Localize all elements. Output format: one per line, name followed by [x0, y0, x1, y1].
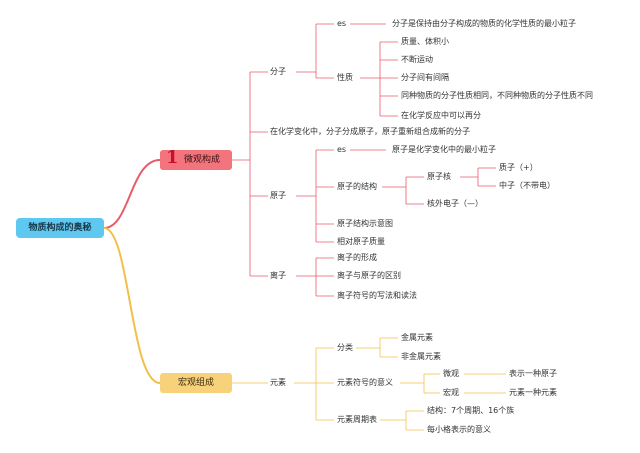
node-molecule[interactable]: 分子: [270, 67, 286, 76]
node-property[interactable]: 质量、体积小: [401, 37, 449, 46]
node-molecule-properties[interactable]: 性质: [337, 73, 353, 82]
node-property[interactable]: 分子间有间隔: [401, 73, 449, 82]
connector-root-macro: [103, 227, 161, 384]
node-atom-mass[interactable]: 相对原子质量: [337, 237, 385, 246]
macro-connectors: [232, 337, 506, 431]
node-atom-es[interactable]: es: [337, 145, 347, 154]
node-atom-definition[interactable]: 原子是化学变化中的最小粒子: [392, 145, 496, 154]
node-atom-structure[interactable]: 原子的结构: [337, 182, 377, 191]
node-ion[interactable]: 离子: [270, 271, 286, 280]
node-proton[interactable]: 质子（+）: [499, 163, 538, 172]
node-periodic-item[interactable]: 每小格表示的意义: [427, 425, 491, 434]
branch-micro-label: 微观构成: [184, 155, 221, 165]
branch-macro[interactable]: 宏观组成: [160, 373, 232, 393]
node-neutron[interactable]: 中子（不带电）: [499, 181, 555, 190]
node-element-class[interactable]: 分类: [337, 343, 353, 352]
node-periodic-item[interactable]: 结构：7个周期、16个族: [427, 406, 515, 415]
node-atom[interactable]: 原子: [270, 191, 286, 200]
node-ion-item[interactable]: 离子与原子的区别: [337, 271, 401, 280]
node-property[interactable]: 在化学反应中可以再分: [401, 111, 481, 120]
root-topic[interactable]: 物质构成的奥秘: [16, 218, 104, 238]
node-symbol-micro[interactable]: 微观: [443, 369, 459, 378]
micro-connectors: [232, 23, 496, 297]
node-element[interactable]: 元素: [270, 378, 286, 387]
node-atom-diagram[interactable]: 原子结构示意图: [337, 219, 393, 228]
node-molecule-definition[interactable]: 分子是保持由分子构成的物质的化学性质的最小粒子: [392, 19, 576, 28]
node-molecule-es[interactable]: es: [337, 19, 347, 28]
node-property[interactable]: 不断运动: [401, 55, 433, 64]
node-element-class-item[interactable]: 金属元素: [401, 333, 433, 342]
branch-number: 1: [166, 147, 179, 168]
node-ion-item[interactable]: 离子符号的写法和读法: [337, 291, 417, 300]
node-symbol-macro-text[interactable]: 元素一种元素: [509, 388, 557, 397]
node-change-note[interactable]: 在化学变化中，分子分成原子，原子重新组合成新的分子: [270, 127, 470, 136]
node-element-symbol[interactable]: 元素符号的意义: [337, 378, 393, 387]
branch-micro[interactable]: 1 微观构成: [160, 147, 232, 170]
node-element-class-item[interactable]: 非金属元素: [401, 352, 441, 361]
node-ion-item[interactable]: 离子的形成: [337, 253, 377, 262]
node-periodic-table[interactable]: 元素周期表: [337, 415, 377, 424]
node-symbol-micro-text[interactable]: 表示一种原子: [509, 369, 557, 378]
node-electron[interactable]: 核外电子（—）: [427, 199, 483, 208]
node-nucleus[interactable]: 原子核: [427, 172, 451, 181]
connector-root-micro: [103, 159, 161, 229]
node-property[interactable]: 同种物质的分子性质相同，不同种物质的分子性质不同: [401, 91, 593, 100]
node-symbol-macro[interactable]: 宏观: [443, 388, 459, 397]
